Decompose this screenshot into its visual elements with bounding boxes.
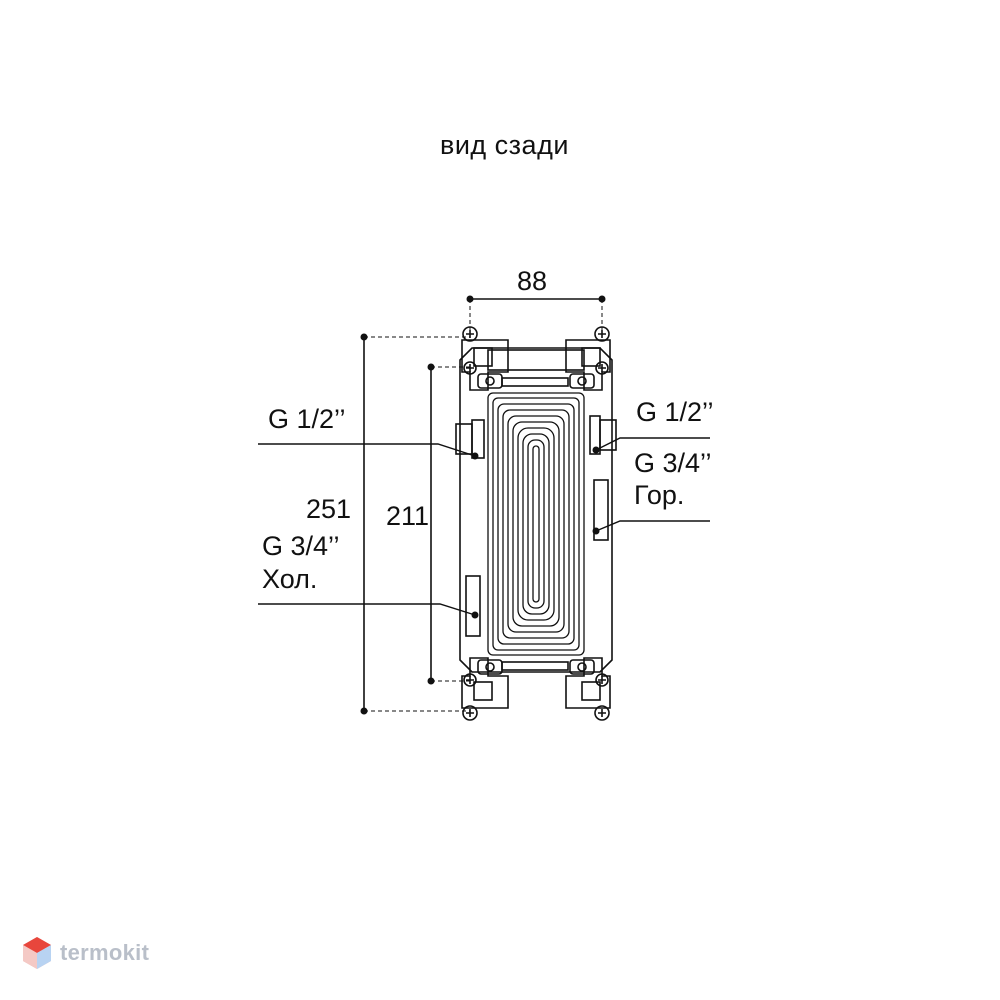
mixer-outer-body xyxy=(459,347,613,673)
left-side-port xyxy=(465,575,481,637)
bottom-right-mounting-bracket xyxy=(565,657,611,709)
termokit-watermark-text: termokit xyxy=(60,940,150,965)
leader-lines xyxy=(258,437,710,616)
dimension-211-line xyxy=(430,366,470,682)
right-top-port xyxy=(589,415,617,455)
right-bottom-thread-label: G 3/4’’ xyxy=(634,448,712,478)
view-title: вид сзади xyxy=(440,130,569,160)
termokit-logo-icon xyxy=(23,937,51,969)
total-height-dimension-label: 251 xyxy=(306,494,352,524)
inner-height-dimension-label: 211 xyxy=(386,501,430,531)
dimension-251-line xyxy=(363,336,470,712)
bottom-left-mounting-bracket xyxy=(461,657,509,709)
termokit-watermark: termokit xyxy=(22,936,149,970)
dimension-88-line xyxy=(469,298,603,330)
left-top-thread-label: G 1/2’’ xyxy=(268,404,346,434)
width-dimension-label: 88 xyxy=(517,266,548,296)
hot-water-label: Гор. xyxy=(634,480,685,510)
left-top-port xyxy=(455,419,485,459)
cold-water-label: Хол. xyxy=(262,564,318,594)
valve-cartridge xyxy=(487,392,585,656)
dimension-dots xyxy=(360,295,606,715)
screw-holes xyxy=(462,326,610,721)
right-side-port xyxy=(593,479,609,541)
top-right-mounting-bracket xyxy=(565,339,611,391)
left-bottom-thread-label: G 3/4’’ xyxy=(262,531,340,561)
right-top-thread-label: G 1/2’’ xyxy=(636,397,714,427)
